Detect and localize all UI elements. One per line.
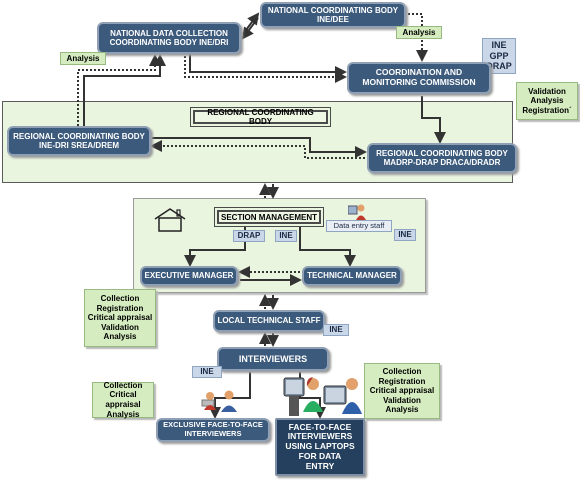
drap-tag-text: DRAP [237, 231, 261, 241]
collection-note-small-0: Collection [103, 380, 143, 390]
laptop-interviewers-2: USING LAPTOPS [285, 441, 355, 452]
ine-tag-section-text: INE [279, 231, 293, 241]
analysis-tag-left: Analysis [60, 52, 106, 65]
arrow-left-to-right [152, 137, 367, 158]
ine-tag-data-entry: INE [394, 229, 416, 241]
collection-note-small: Collection Critical appraisal Analysis [92, 380, 154, 419]
collection-note-left: Collection Registration Critical apprais… [84, 289, 156, 347]
interviewers-box: INTERVIEWERS [217, 347, 329, 371]
regional-left-box: REGIONAL COORDINATING BODY INE-DRI SREA/… [7, 126, 151, 156]
regional-right-line1: REGIONAL COORDINATING BODY [376, 148, 508, 158]
section-management: SECTION MANAGEMENT [214, 207, 324, 227]
arrow-regional-to-data [83, 54, 166, 126]
national-data-collection-box: NATIONAL DATA COLLECTION COORDINATING BO… [97, 22, 241, 54]
collection-note-right-4: Analysis [385, 405, 419, 415]
laptop-interviewers-icon [280, 372, 364, 425]
laptop-interviewers-1: INTERVIEWERS [287, 431, 353, 442]
collection-note-left-0: Collection [100, 294, 140, 304]
collection-note-right-3: Validation [383, 395, 421, 405]
dotted-to-commission [408, 13, 428, 62]
collection-note-right-0: Collection [382, 367, 422, 377]
coordination-monitoring-line1: COORDINATION AND [375, 67, 463, 78]
analysis-tag-right: Analysis [396, 26, 442, 39]
executive-manager-box: EXECUTIVE MANAGER [140, 266, 238, 286]
regional-left-line1: REGIONAL COORDINATING BODY [13, 131, 145, 141]
laptop-interviewers-3: FOR DATA [298, 450, 342, 461]
regional-left-line2: INE-DRI SREA/DREM [38, 141, 119, 150]
national-data-collection-line1: NATIONAL DATA COLLECTION [110, 28, 228, 38]
national-coordinating-line2: INE/DEE [316, 15, 349, 24]
people-icon [200, 388, 240, 419]
collection-note-right-2: Critical appraisal [369, 386, 435, 396]
laptop-interviewers-0: FACE-TO-FACE [288, 421, 352, 432]
ine-tag-data-entry-text: INE [398, 230, 412, 240]
data-entry-staff-text: Data entry staff [333, 220, 385, 230]
collection-note-small-2: Analysis [106, 409, 140, 419]
validation-note: Validation Analysis Registration´ [516, 82, 578, 120]
local-technical-staff-text: LOCAL TECHNICAL STAFF [217, 316, 321, 326]
house-icon [152, 207, 188, 238]
arrow-to-national-coordinating [242, 12, 260, 35]
technical-manager-text: TECHNICAL MANAGER [307, 271, 397, 281]
data-entry-staff-tag: Data entry staff [326, 220, 392, 232]
executive-manager-text: EXECUTIVE MANAGER [144, 271, 234, 281]
coordination-monitoring-box: COORDINATION AND MONITORING COMMISSION [347, 62, 491, 94]
ine-tag-local: INE [323, 324, 349, 336]
ine-gpp-drap-0: INE [491, 40, 507, 51]
laptop-interviewers-4: ENTRY [305, 460, 335, 471]
dotted-right-to-left [150, 140, 365, 159]
regional-right-box: REGIONAL COORDINATING BODY MADRP-DRAP DR… [367, 143, 517, 173]
arrow-to-data-collection [241, 17, 259, 40]
exclusive-interviewers-line1: EXCLUSIVE FACE-TO-FACE [163, 420, 263, 430]
laptop-interviewers-box: FACE-TO-FACE INTERVIEWERS USING LAPTOPS … [275, 418, 365, 476]
section-management-text: SECTION MANAGEMENT [221, 212, 317, 222]
collection-note-left-1: Registration [96, 303, 144, 313]
national-coordinating-line1: NATIONAL COORDINATING BODY [267, 5, 399, 15]
national-coordinating-box: NATIONAL COORDINATING BODY INE/DEE [260, 2, 406, 28]
data-entry-person-icon [347, 203, 368, 226]
coordination-monitoring-line2: MONITORING COMMISSION [362, 77, 476, 87]
ine-tag-interviewers: INE [192, 366, 222, 378]
arrow-commission-to-regional [421, 96, 446, 144]
interviewers-text: INTERVIEWERS [238, 353, 308, 364]
collection-note-left-2: Critical appraisal [87, 313, 153, 323]
local-technical-staff-box: LOCAL TECHNICAL STAFF [213, 310, 325, 332]
collection-note-right: Collection Registration Critical apprais… [364, 363, 440, 419]
regional-panel-title-text: REGIONAL COORDINATING BODY [207, 108, 314, 126]
validation-note-0: Validation [528, 86, 566, 96]
collection-note-small-1: Critical appraisal [105, 390, 141, 409]
validation-note-1: Analysis [530, 96, 564, 106]
exclusive-interviewers-box: EXCLUSIVE FACE-TO-FACE INTERVIEWERS [156, 418, 270, 442]
analysis-tag-left-text: Analysis [66, 53, 100, 63]
ine-tag-section: INE [275, 230, 297, 242]
arrow-to-exclusive [209, 372, 251, 419]
ine-tag-local-text: INE [329, 325, 343, 335]
collection-note-left-4: Analysis [103, 332, 137, 342]
collection-note-right-1: Registration [378, 376, 426, 386]
ine-gpp-drap-1: GPP [489, 50, 509, 61]
validation-note-2: Registration´ [522, 105, 572, 115]
arrow-section-to-technical [299, 226, 356, 267]
drap-tag: DRAP [233, 230, 265, 242]
exclusive-interviewers-line2: INTERVIEWERS [184, 429, 242, 438]
ine-tag-interviewers-text: INE [200, 367, 214, 377]
arrow-data-to-commission [189, 54, 347, 78]
regional-panel-title: REGIONAL COORDINATING BODY [190, 107, 331, 127]
dotted-data-to-commission [184, 56, 347, 83]
regional-right-line2: MADRP-DRAP DRACA/DRADR [383, 158, 501, 167]
ine-gpp-drap-2: DRAP [486, 61, 512, 72]
dotted-regional-to-data [77, 54, 161, 126]
national-data-collection-line2: COORDINATING BODY INE/DRI [109, 38, 229, 47]
technical-manager-box: TECHNICAL MANAGER [302, 266, 402, 286]
analysis-tag-right-text: Analysis [402, 27, 436, 37]
collection-note-left-3: Validation [101, 322, 139, 332]
